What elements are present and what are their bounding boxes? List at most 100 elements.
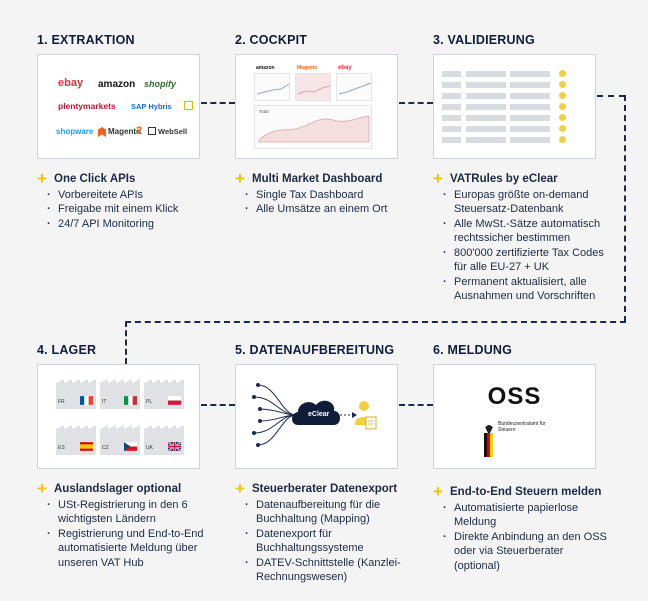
- list-item: Vorbereitete APIs: [47, 188, 207, 203]
- step-3-title: 3. VALIDIERUNG: [433, 33, 535, 47]
- card-extraktion: ebay amazon shopify plentymarkets SAP Hy…: [37, 54, 200, 159]
- plus-icon: +: [235, 169, 245, 189]
- list-item: Datenexport für Buchhaltungssysteme: [245, 527, 407, 556]
- warehouse-code-cz: CZ: [102, 445, 109, 451]
- list-item: Registrierung und End-to-End automatisie…: [47, 527, 209, 571]
- desc-step-1: + One Click APIs Vorbereitete APIs Freiga…: [37, 169, 207, 232]
- warehouse-code-it: IT: [102, 399, 107, 405]
- warehouse-pl: PL: [144, 379, 184, 409]
- plus-icon: +: [37, 479, 47, 499]
- connector-1-2: [201, 102, 235, 104]
- cockpit-amazon-label: amazon: [256, 65, 275, 71]
- connector-2-3: [399, 102, 433, 104]
- flag-cz-icon: [124, 442, 137, 451]
- magento-version: 2: [136, 125, 143, 137]
- warehouse-es: ES: [56, 425, 96, 455]
- data-flow-graphic: [252, 383, 377, 447]
- authority-name: Bundeszentralamt für Steuern: [498, 421, 546, 433]
- connector-right-down: [624, 95, 626, 322]
- warehouse-it: IT: [100, 379, 140, 409]
- warehouse-code-uk: UK: [146, 445, 153, 451]
- warehouse-code-pl: PL: [146, 399, 153, 405]
- total-chart: Total: [254, 105, 372, 149]
- warehouse-code-es: ES: [58, 445, 65, 451]
- cloud-label: eClear: [308, 411, 330, 418]
- mini-chart-amazon: [254, 73, 290, 101]
- step-5-title: 5. DATENAUFBEREITUNG: [235, 343, 395, 357]
- warehouse-cz: CZ: [100, 425, 140, 455]
- german-flag-black: [484, 433, 487, 457]
- websell-logo: WebSell: [158, 127, 188, 136]
- eagle-icon: [484, 421, 494, 433]
- german-flag-red: [487, 433, 490, 457]
- plus-icon: +: [433, 169, 443, 189]
- desc-3-heading: VATRules by eClear: [450, 173, 558, 185]
- desc-4-heading: Auslandslager optional: [54, 483, 182, 495]
- desc-2-heading: Multi Market Dashboard: [252, 173, 383, 185]
- step-6-title: 6. MELDUNG: [433, 343, 513, 357]
- list-item: Europas größte on-demand Steuersatz-Date…: [443, 188, 611, 217]
- oss-title: OSS: [487, 383, 542, 410]
- plus-icon: +: [433, 482, 443, 502]
- connector-5-6: [399, 404, 433, 406]
- list-item: Single Tax Dashboard: [245, 188, 405, 203]
- step-4-title: 4. LAGER: [37, 343, 97, 357]
- connector-wrap-down: [125, 321, 127, 364]
- german-flag-gold: [490, 433, 493, 457]
- flag-pl-icon: [168, 396, 181, 405]
- list-item: Alle Umsätze an einem Ort: [245, 202, 405, 217]
- magento-icon: [98, 127, 106, 137]
- flag-it-icon: [124, 396, 137, 405]
- connector-3-right: [597, 95, 625, 97]
- desc-step-3: + VATRules by eClear Europas größte on-de…: [433, 169, 611, 304]
- connector-4-5: [201, 404, 235, 406]
- desc-step-6: + End-to-End Steuern melden Automatisiert…: [433, 482, 608, 574]
- list-item: Permanent aktualisiert, alle Ausnahmen u…: [443, 275, 611, 304]
- cockpit-magento-label: Magento: [297, 65, 318, 71]
- plus-icon: +: [37, 169, 47, 189]
- shopware-logo: shopware: [56, 127, 94, 136]
- list-item: Automatisierte papierlose Meldung: [443, 501, 608, 530]
- desc-5-heading: Steuerberater Datenexport: [252, 483, 398, 495]
- card-validierung: [433, 54, 596, 159]
- mini-chart-ebay: [336, 73, 372, 101]
- list-item: Datenaufbereitung für die Buchhaltung (M…: [245, 498, 407, 527]
- list-item: Alle MwSt.-Sätze automatisch rechtssiche…: [443, 217, 611, 246]
- shopify-logo: shopify: [144, 79, 177, 89]
- desc-1-heading: One Click APIs: [54, 173, 136, 185]
- magento-logo: Magento: [108, 127, 141, 136]
- list-item: USt-Registrierung in den 6 wichtigsten L…: [47, 498, 209, 527]
- connector-wrap-across: [125, 321, 626, 323]
- warehouse-uk: UK: [144, 425, 184, 455]
- desc-step-2: + Multi Market Dashboard Single Tax Dashb…: [235, 169, 405, 217]
- desc-step-4: + Auslandslager optional USt-Registrierun…: [37, 479, 209, 571]
- plentymarkets-logo: plentymarkets: [58, 101, 116, 111]
- flag-fr-icon: [80, 396, 93, 405]
- list-item: 24/7 API Monitoring: [47, 217, 207, 232]
- warehouse-code-fr: FR: [58, 399, 65, 405]
- sap-hybris-logo: SAP Hybris: [131, 102, 172, 111]
- step-2-title: 2. COCKPIT: [235, 33, 308, 47]
- warehouse-fr: FR: [56, 379, 96, 409]
- list-item: Freigabe mit einem Klick: [47, 202, 207, 217]
- plus-icon: +: [235, 479, 245, 499]
- flag-es-icon: [80, 442, 93, 451]
- ebay-logo: ebay: [58, 77, 84, 89]
- card-datenaufbereitung: eClear: [235, 364, 398, 469]
- websell-icon: [148, 127, 156, 135]
- mini-chart-magento: [295, 73, 331, 101]
- list-item: DATEV-Schnittstelle (Kanzlei-Rechnungswe…: [245, 556, 407, 585]
- desc-step-5: + Steuerberater Datenexport Datenaufberei…: [235, 479, 407, 585]
- list-item: 800'000 zertifizierte Tax Codes für alle…: [443, 246, 611, 275]
- sap-hybris-icon: [184, 101, 193, 110]
- card-cockpit: amazon Magento ebay Total: [235, 54, 398, 159]
- list-item: Direkte Anbindung an den OSS oder via St…: [443, 530, 608, 574]
- desc-6-heading: End-to-End Steuern melden: [450, 486, 602, 498]
- step-1-title: 1. EXTRAKTION: [37, 33, 135, 47]
- flag-uk-icon: [168, 442, 181, 451]
- card-lager: FR IT PL ES CZ UK: [37, 364, 200, 469]
- total-chart-label: Total: [259, 109, 269, 114]
- amazon-logo: amazon: [98, 79, 136, 90]
- card-meldung: OSS Bundeszentralamt für Steuern: [433, 364, 596, 469]
- cockpit-ebay-label: ebay: [338, 65, 352, 71]
